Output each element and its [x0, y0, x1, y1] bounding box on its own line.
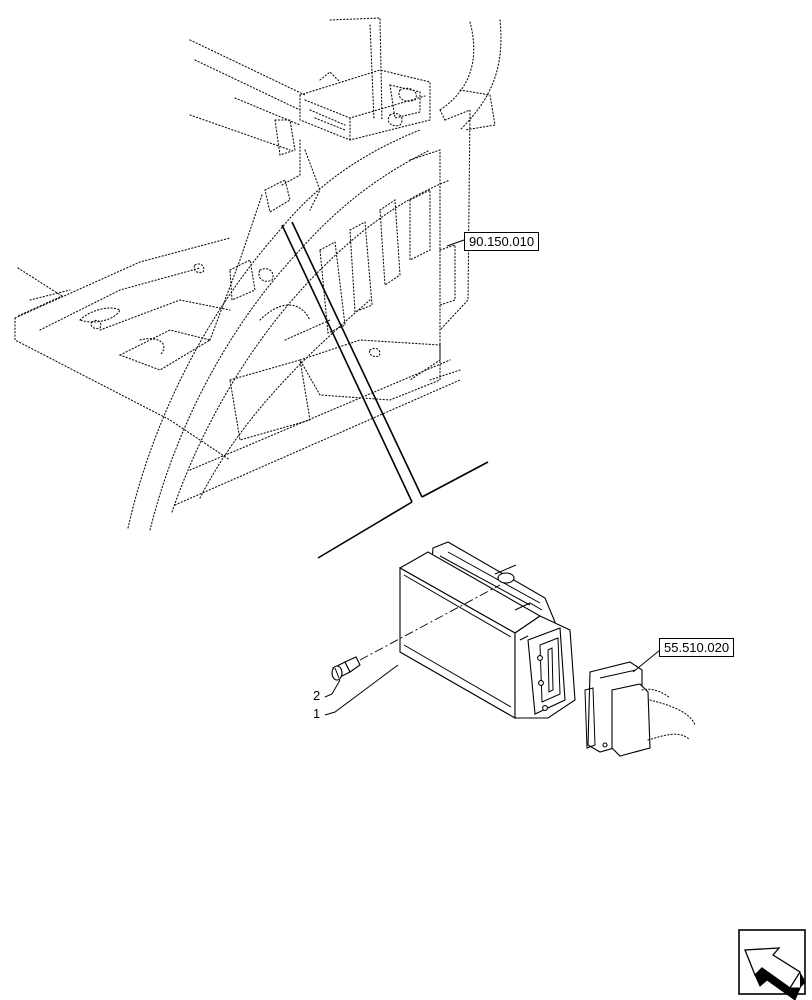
assembly-leader-line — [281, 221, 489, 559]
callout-leaders — [324, 239, 661, 716]
control-unit-module — [398, 541, 576, 719]
mounting-bolt — [331, 656, 361, 681]
harness-connector — [584, 661, 696, 757]
bolt-axis-line — [359, 584, 501, 661]
callout-item-1: 1 — [313, 706, 321, 721]
vehicle-frame-outline — [14, 17, 502, 531]
arrow-icon[interactable] — [738, 929, 806, 1000]
reference-box-upper[interactable]: 90.150.010 — [464, 232, 540, 251]
reference-box-connector[interactable]: 55.510.020 — [659, 638, 735, 657]
callout-item-2: 2 — [313, 688, 321, 703]
